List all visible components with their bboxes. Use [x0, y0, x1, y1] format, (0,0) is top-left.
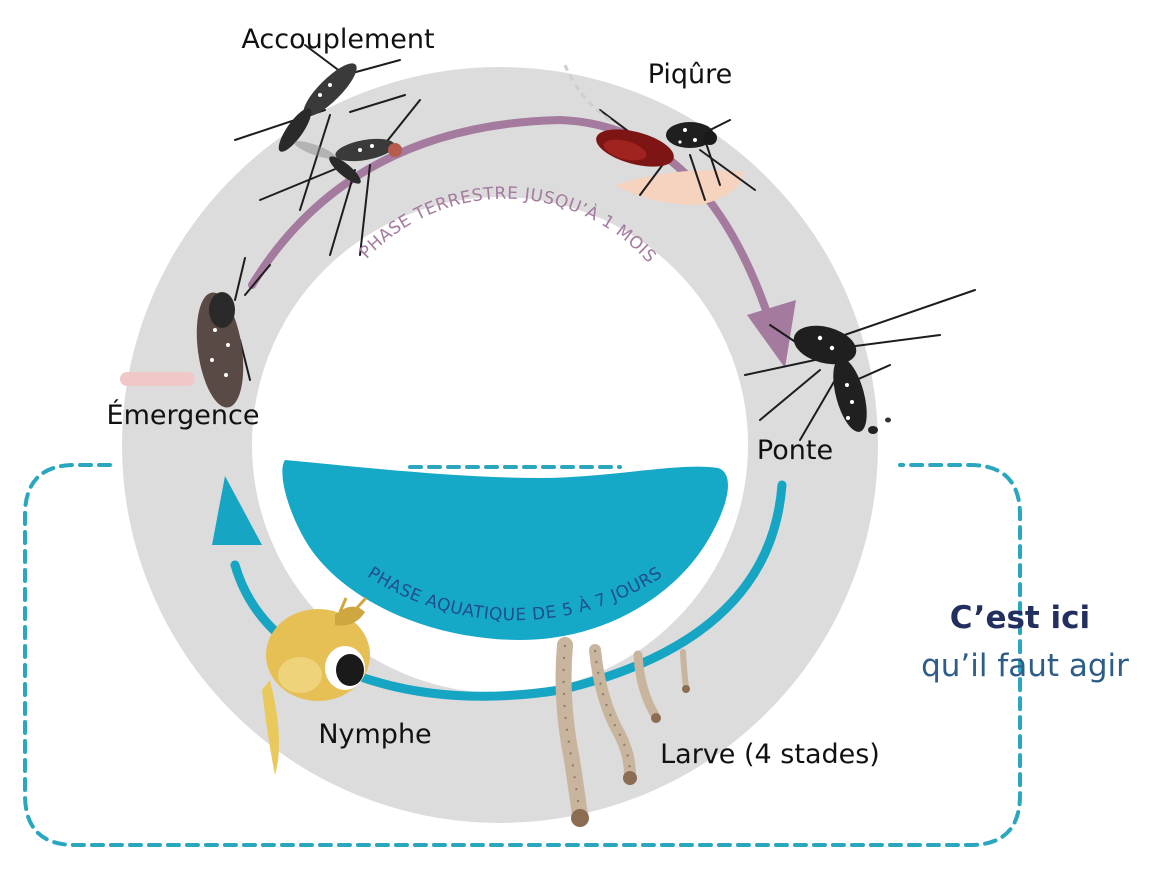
call-to-action-line2: qu’il faut agir: [921, 648, 1129, 684]
label-nymphe: Nymphe: [318, 719, 431, 750]
water-basin: [282, 460, 728, 640]
mosquito-laying-icon: [744, 289, 976, 441]
label-accouplement: Accouplement: [241, 24, 434, 55]
mosquito-biting-icon: [563, 64, 756, 205]
label-larve: Larve (4 stades): [660, 739, 880, 770]
aquatic-phase-arrow: [230, 480, 787, 701]
terrestrial-arrowhead: [747, 300, 796, 368]
aquatic-arrowhead: [212, 476, 262, 545]
pupa-icon: [262, 596, 370, 775]
call-to-action-line1: C’est ici: [950, 600, 1090, 636]
label-emergence: Émergence: [107, 399, 260, 431]
mosquito-mating-icon: [234, 44, 421, 256]
label-ponte: Ponte: [757, 435, 833, 466]
mosquito-emerging-icon: [120, 257, 271, 408]
cycle-ring: [122, 67, 878, 823]
larvae-icon: [555, 637, 690, 827]
label-piqure: Piqûre: [648, 59, 733, 90]
terrestrial-phase-arrow: [248, 115, 770, 314]
dashed-frame: [23, 463, 1022, 847]
